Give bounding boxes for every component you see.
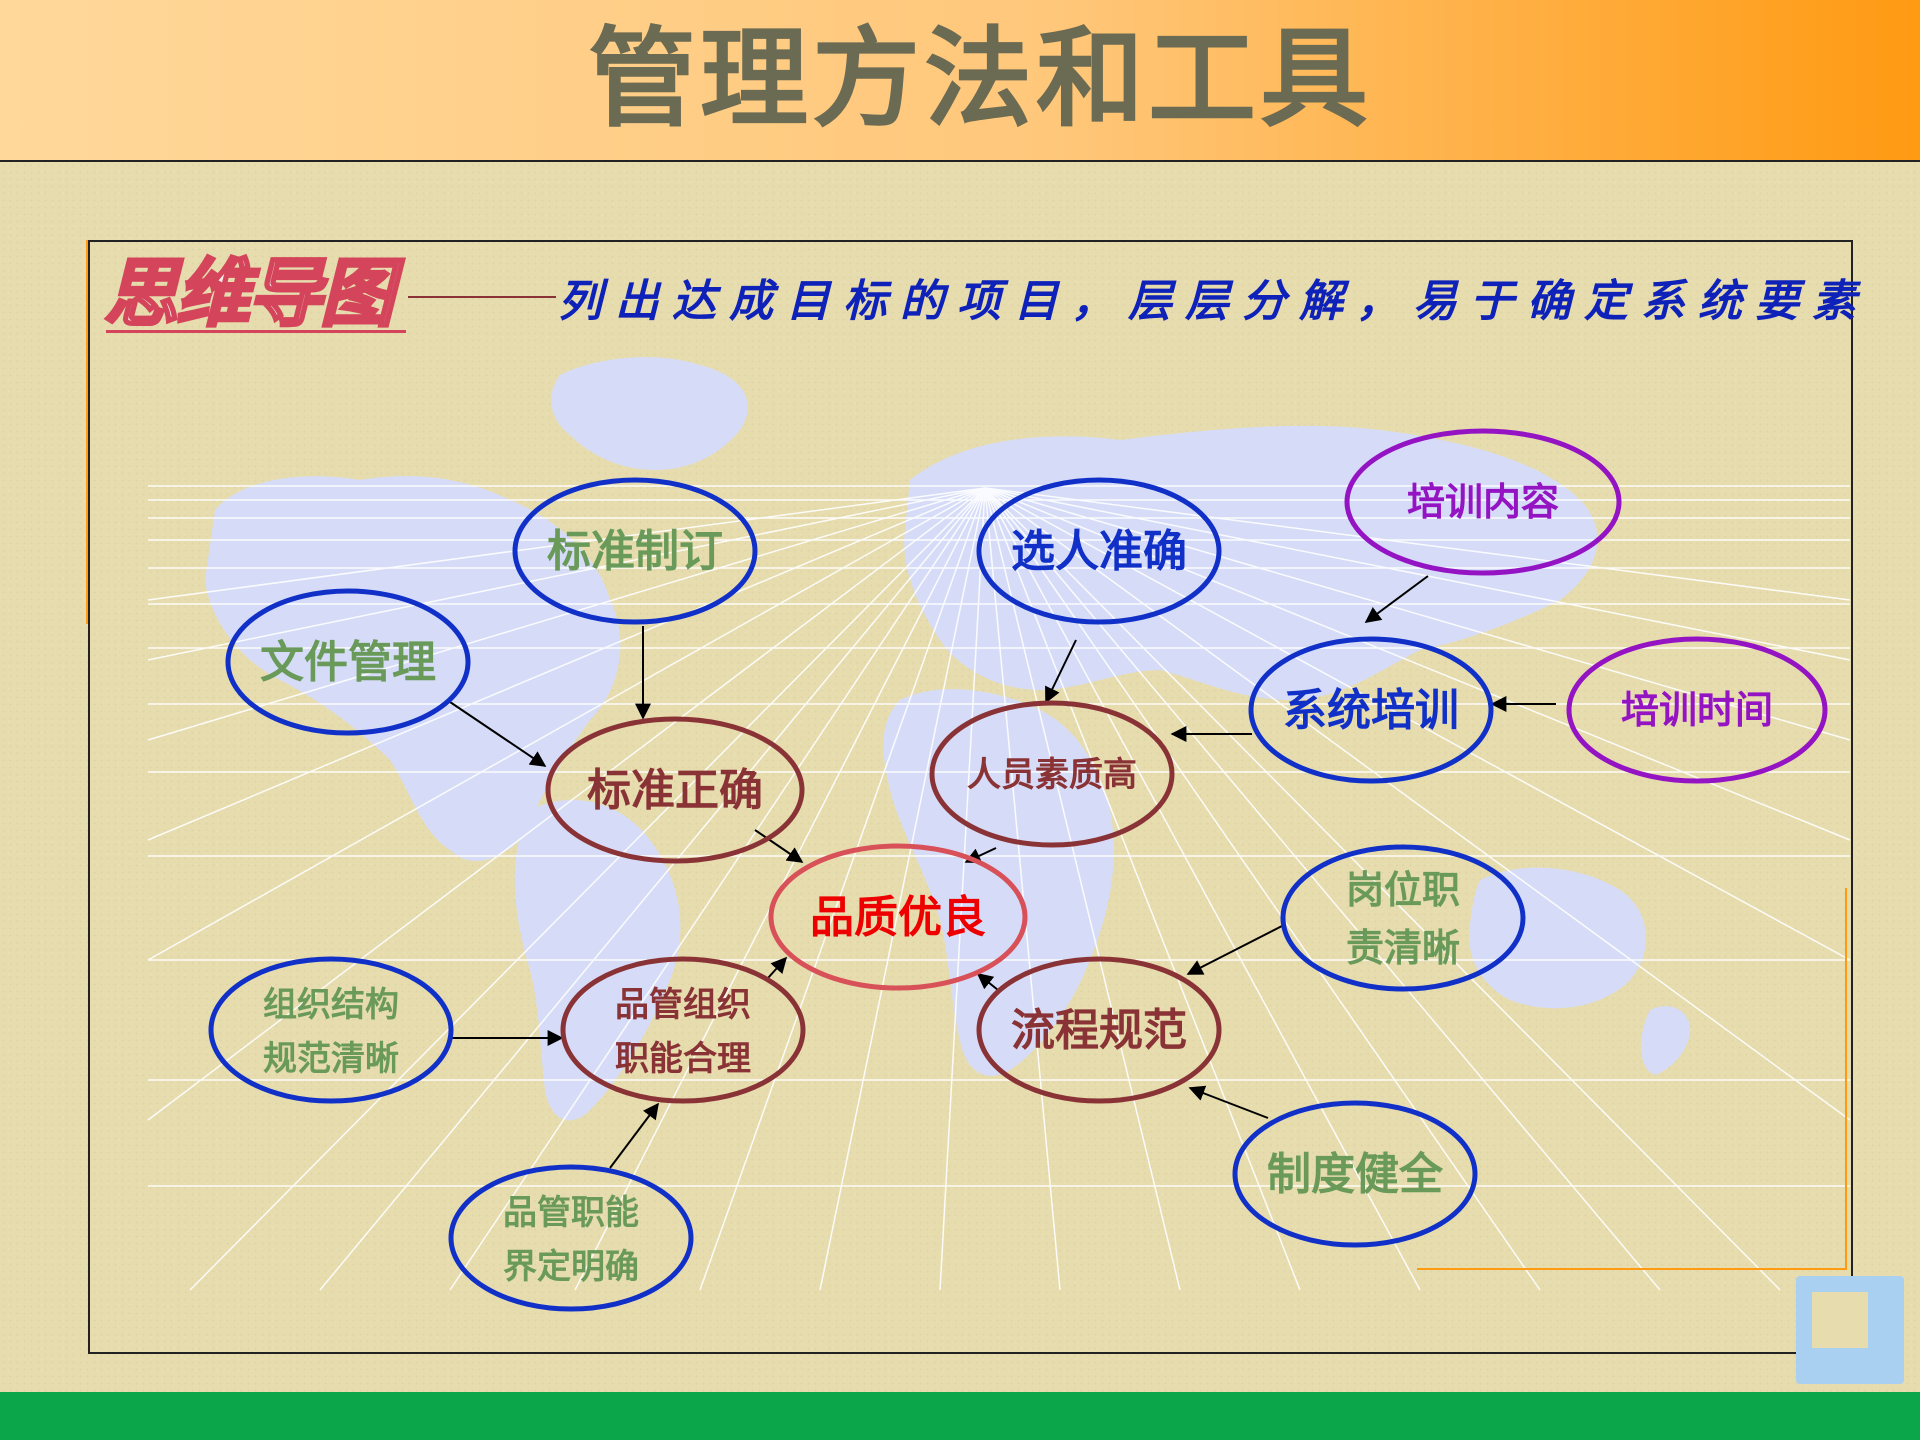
node-gangwei-zhize: 岗位职 责清晰 bbox=[1280, 844, 1526, 992]
orange-accent-bottom bbox=[1417, 1268, 1847, 1270]
arrow-zhidu-to-liucheng bbox=[1188, 1085, 1269, 1119]
node-gangwei-zhize-line2: 责清晰 bbox=[1346, 926, 1460, 970]
node-pinguan-zhineng-line1: 品管职能 bbox=[503, 1193, 639, 1233]
perspective-grid bbox=[147, 485, 1851, 1291]
logo-underline bbox=[106, 330, 406, 333]
node-zhidu-jianquan-label: 制度健全 bbox=[1267, 1149, 1444, 1200]
node-gangwei-zhize-line1: 岗位职 bbox=[1346, 868, 1460, 912]
node-pinguan-zhineng-line2: 界定明确 bbox=[503, 1247, 639, 1287]
node-biaozhun-zhiding: 标准制订 bbox=[512, 477, 758, 625]
footer-bar bbox=[0, 1392, 1920, 1440]
mind-map-logo: 思维导图 bbox=[103, 251, 396, 338]
arrow-xuanren-to-renyuan bbox=[1045, 639, 1077, 704]
node-xitong-peixun-label: 系统培训 bbox=[1283, 685, 1459, 736]
node-peixun-shijian-label: 培训时间 bbox=[1621, 688, 1773, 732]
arrow-zhineng-to-zuzhi bbox=[609, 1102, 659, 1169]
node-zhidu-jianquan: 制度健全 bbox=[1232, 1100, 1478, 1248]
node-zuzhi-jiegou-line2: 规范清晰 bbox=[263, 1039, 399, 1079]
header-bar bbox=[0, 0, 1920, 162]
node-zuzhi-jiegou: 组织结构 规范清晰 bbox=[208, 956, 454, 1104]
arrow-gangwei-to-liucheng bbox=[1186, 925, 1283, 975]
node-pinguan-zuzhi: 品管组织 职能合理 bbox=[560, 956, 806, 1104]
node-pinzhi-label: 品质优良 bbox=[810, 892, 986, 943]
node-wenjian-guanli-label: 文件管理 bbox=[260, 637, 436, 688]
node-pinguan-zhineng: 品管职能 界定明确 bbox=[448, 1164, 694, 1312]
node-peixun-neirong-label: 培训内容 bbox=[1407, 480, 1559, 524]
arrow-liucheng-to-pinzhi bbox=[976, 973, 999, 991]
node-liucheng-guifan: 流程规范 bbox=[976, 956, 1222, 1104]
textured-background bbox=[0, 162, 1920, 1392]
content-frame bbox=[88, 240, 1853, 1354]
node-xitong-peixun: 系统培训 bbox=[1248, 636, 1494, 784]
arrow-zuzhi-to-pinzhi bbox=[767, 956, 788, 979]
arrow-zhengque-to-pinzhi bbox=[754, 829, 804, 863]
node-pinguan-zuzhi-line2: 职能合理 bbox=[615, 1039, 751, 1079]
node-renyuan-suzhi-label: 人员素质高 bbox=[967, 755, 1137, 795]
page-title: 管理方法和工具 bbox=[587, 17, 1372, 142]
node-zuzhi-jiegou-line1: 组织结构 bbox=[263, 985, 399, 1025]
node-liucheng-guifan-label: 流程规范 bbox=[1011, 1005, 1187, 1056]
node-renyuan-suzhi: 人员素质高 bbox=[929, 700, 1175, 848]
node-wenjian-guanli: 文件管理 bbox=[225, 588, 471, 736]
arrow-wenjian-to-zhengque bbox=[449, 701, 547, 767]
arrow-neirong-to-xitong bbox=[1364, 575, 1429, 623]
orange-accent-right bbox=[1845, 888, 1847, 1270]
corner-decoration-icon bbox=[1796, 1276, 1904, 1384]
corner-decoration-inner bbox=[1812, 1292, 1868, 1348]
node-xuanren-zhunque-label: 选人准确 bbox=[1011, 526, 1187, 577]
node-biaozhun-zhiding-label: 标准制订 bbox=[547, 526, 723, 577]
node-biaozhun-zhengque: 标准正确 bbox=[545, 716, 805, 864]
node-biaozhun-zhengque-label: 标准正确 bbox=[587, 765, 763, 816]
node-pinguan-zuzhi-line1: 品管组织 bbox=[615, 985, 751, 1025]
node-pinzhi: 品质优良 bbox=[768, 843, 1028, 991]
node-peixun-neirong: 培训内容 bbox=[1344, 428, 1622, 576]
orange-accent-left bbox=[86, 240, 88, 624]
node-peixun-shijian: 培训时间 bbox=[1566, 636, 1828, 784]
tagline: 列出达成目标的项目，层层分解，易于确定系统要素 bbox=[558, 276, 1869, 327]
node-xuanren-zhunque: 选人准确 bbox=[976, 477, 1222, 625]
